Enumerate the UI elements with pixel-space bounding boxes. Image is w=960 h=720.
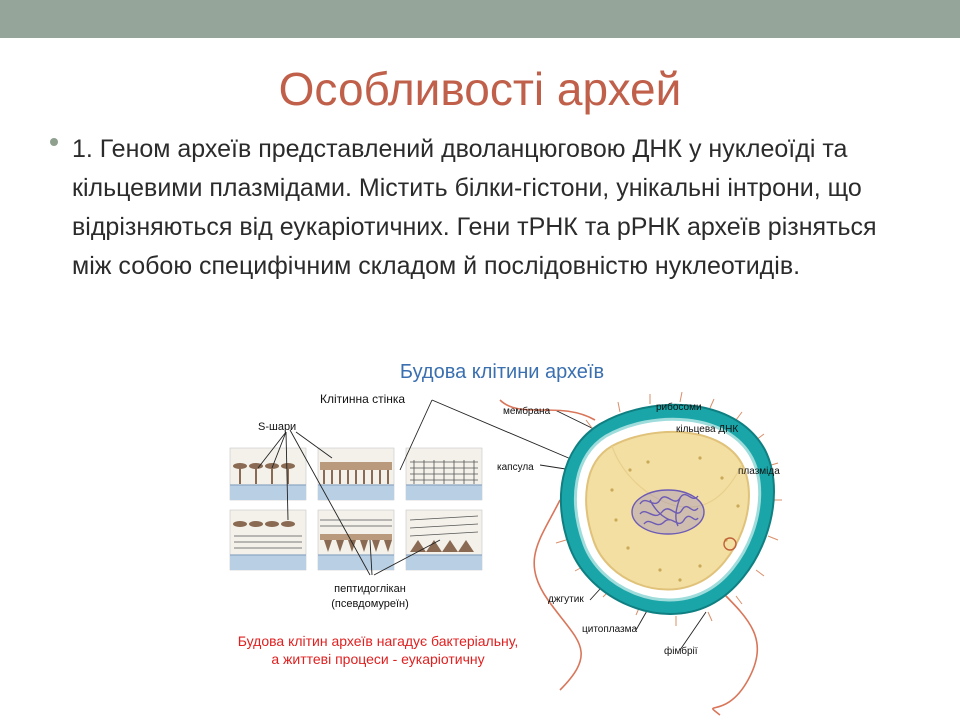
label-cytoplasm: цитоплазма (582, 624, 638, 635)
flagellum-icon (499, 399, 759, 716)
archaea-cell (499, 391, 782, 716)
label-fimbriae: фімбрії (664, 645, 698, 657)
label-cell-wall: Клітинна стінка (320, 392, 405, 406)
label-pseudomurein: (псевдомуреїн) (331, 598, 409, 610)
dna-icon (631, 489, 705, 535)
bullet-dot-icon (50, 138, 58, 146)
top-bar (0, 0, 960, 38)
wall-panel (317, 509, 395, 571)
wall-panel (405, 447, 483, 501)
figure-caption-line-2: а життеві процеси - еукаріотичну (271, 651, 484, 667)
bullet-text: 1. Геном археїв представлений дволанцюго… (72, 135, 877, 280)
label-membrane: мембрана (503, 405, 551, 417)
cell-wall-panels (229, 447, 483, 571)
plasmid-icon (723, 537, 737, 551)
wall-panel (229, 509, 307, 571)
slide-title: Особливості архей (278, 63, 682, 115)
label-plasmid: плазміда (738, 466, 780, 477)
label-peptidoglycan: пептидоглікан (334, 583, 406, 595)
label-ring-dna: кільцева ДНК (676, 424, 738, 435)
figure-caption-line-1: Будова клітин археїв нагадує бактеріальн… (238, 633, 518, 649)
bullet-item: 1. Геном археїв представлений дволанцюго… (50, 130, 910, 286)
ribosomes-icon (610, 456, 740, 582)
label-flagellum: джгутик (548, 594, 584, 605)
figure-heading: Будова клітини археїв (400, 361, 604, 383)
wall-panel (229, 447, 307, 501)
label-ribosomes: рибосоми (656, 401, 702, 413)
label-s-layers: S-шари (258, 421, 296, 433)
label-capsule: капсула (497, 462, 534, 473)
fimbriae-icon (555, 391, 782, 626)
wall-panel (405, 509, 483, 571)
